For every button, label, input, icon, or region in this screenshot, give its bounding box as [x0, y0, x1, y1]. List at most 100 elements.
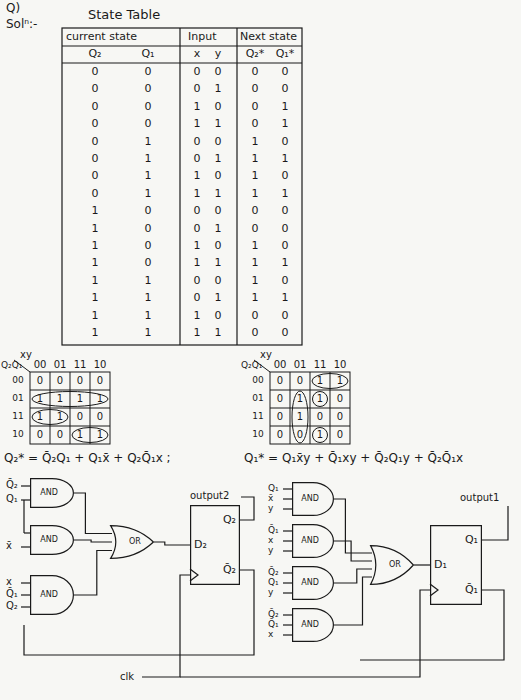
label-text: 00	[274, 359, 287, 371]
circuit-wire	[24, 497, 508, 677]
label-text: 1	[92, 257, 99, 270]
label-text: Q₂Q₁	[1, 360, 22, 370]
label-text: 1	[145, 136, 152, 149]
input-wire	[283, 592, 292, 593]
input-wire	[283, 488, 292, 489]
label-text: 1	[215, 292, 222, 305]
input-wire	[283, 634, 292, 635]
label-text: 1	[282, 257, 289, 270]
label-text: 1	[194, 101, 201, 114]
label-text: 0	[297, 375, 303, 387]
gate-outline	[293, 483, 334, 516]
gate-label: AND	[40, 489, 58, 498]
label-text: 0	[252, 310, 259, 323]
label-text: x	[6, 576, 12, 588]
label-text: 1	[194, 327, 201, 340]
label-text: 0	[252, 83, 259, 96]
label-text: 0	[215, 101, 222, 114]
gate-label: AND	[301, 621, 319, 630]
label-text: 1	[145, 292, 152, 305]
or-gate: OR	[110, 525, 154, 559]
label-text: 1	[215, 118, 222, 131]
label-text: x̄	[268, 493, 273, 503]
label-text: 1	[92, 275, 99, 288]
label-text: 0	[282, 223, 289, 236]
label-text: 10	[334, 359, 347, 371]
label-text: 0	[37, 429, 43, 441]
label-text: Q₂*	[246, 48, 265, 61]
input-wire	[21, 546, 30, 547]
label-text: Q₁*	[276, 48, 295, 61]
label-text: Input	[188, 31, 216, 44]
label-text: 00	[252, 375, 263, 385]
label-text: 0	[337, 429, 343, 441]
label-text: 01	[252, 393, 263, 403]
label-text: 0	[145, 83, 152, 96]
label-text: Q̄₂	[268, 567, 279, 577]
label-text: 10	[252, 429, 263, 439]
label-text: 0	[194, 83, 201, 96]
label-text: 1	[37, 411, 43, 423]
label-text: Q̄₁	[268, 525, 279, 535]
label-text: 1	[194, 240, 201, 253]
gate-outline	[191, 506, 240, 585]
label-text: Q̄₁	[268, 619, 279, 629]
label-text: 0	[282, 136, 289, 149]
label-text: 1	[97, 393, 103, 405]
label-text: 0	[145, 240, 152, 253]
label-text: 1	[317, 375, 323, 387]
label-text: Q₁	[268, 483, 279, 493]
input-wire	[283, 540, 292, 541]
label-text: 1	[252, 257, 259, 270]
label-text: 0	[194, 275, 201, 288]
label-text: 1	[252, 136, 259, 149]
gate-label: AND	[301, 537, 319, 546]
label-text: 0	[252, 327, 259, 340]
label-text: Q̄₂	[268, 609, 279, 619]
label-text: 0	[282, 66, 289, 79]
label-text: 1	[215, 223, 222, 236]
label-text: 1	[57, 393, 63, 405]
label-text: Q₂	[88, 48, 101, 61]
label-text: 1	[77, 393, 83, 405]
label-text: 1	[282, 153, 289, 166]
label-text: 0	[215, 240, 222, 253]
label-text: Q₁	[141, 48, 154, 61]
label-text: y	[268, 503, 273, 513]
label-text: 1	[297, 411, 303, 423]
table-title: State Table	[88, 8, 160, 23]
label-text: 0	[92, 118, 99, 131]
label-text: x	[268, 535, 273, 545]
label-text: 0	[282, 170, 289, 183]
label-text: 0	[37, 375, 43, 387]
label-text: x̄	[6, 540, 12, 552]
label-text: Q₂* = Q̄₂Q₁ + Q₁x̄ + Q₂Q̄₁x ;	[4, 452, 171, 466]
label-text: 1	[97, 429, 103, 441]
label-text: 1	[194, 257, 201, 270]
label-text: 00	[34, 359, 47, 371]
gate-label: AND	[301, 495, 319, 504]
label-text: 1	[37, 393, 43, 405]
label-text: 0	[215, 205, 222, 218]
label-text: 1	[337, 375, 343, 387]
label-text: y	[268, 587, 273, 597]
label-text: 1	[194, 188, 201, 201]
label-text: 0	[194, 223, 201, 236]
label-text: 1	[145, 275, 152, 288]
gate-label: AND	[301, 579, 319, 588]
d-flip-flop: D₂Q₂Q̄₂	[190, 505, 240, 585]
label-text: 0	[77, 375, 83, 387]
label-text: Q₁* = Q₁x̄y + Q̄₁xy + Q̄₂Q₁y + Q̄₂Q̄₁x	[244, 452, 463, 466]
label-text: 1	[194, 118, 201, 131]
label-text: 1	[252, 188, 259, 201]
label-text: 0	[277, 393, 283, 405]
gate-label: AND	[40, 536, 58, 545]
or-gate: OR	[370, 545, 414, 585]
label-text: 0	[282, 205, 289, 218]
label-text: 1	[215, 188, 222, 201]
label-text: 0	[297, 429, 303, 441]
label-text: 01	[12, 393, 23, 403]
label-text: 0	[215, 310, 222, 323]
label-text: 1	[215, 153, 222, 166]
input-wire	[283, 624, 292, 625]
